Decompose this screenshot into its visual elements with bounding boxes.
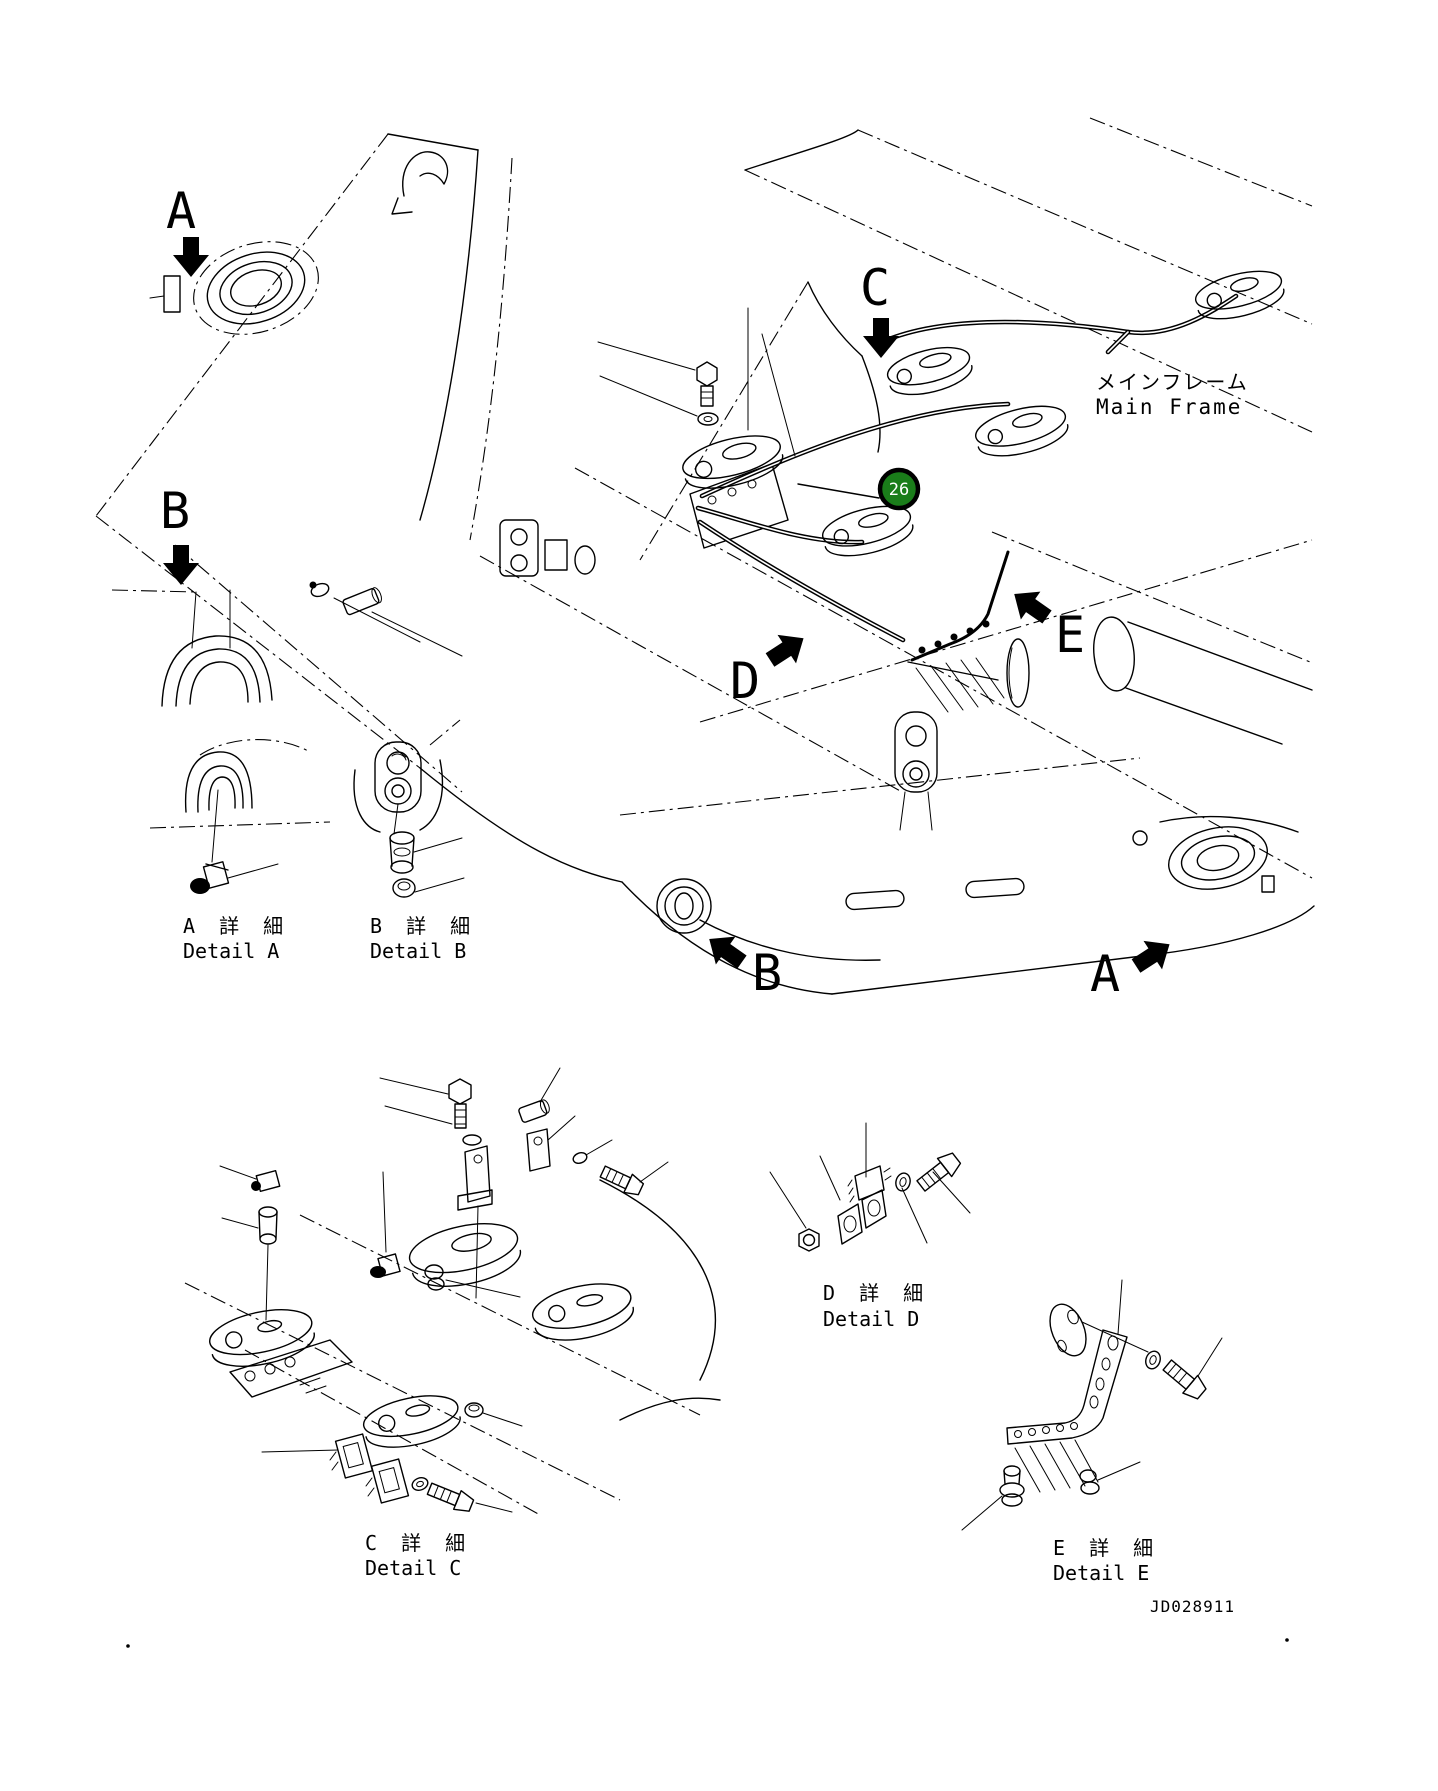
view-letter-d: D <box>730 652 760 710</box>
view-arrow-a-top: A <box>166 182 209 277</box>
part-balloon-26[interactable]: 26 <box>877 467 921 511</box>
mount-bolt <box>696 361 719 426</box>
nut-d <box>798 1228 820 1252</box>
fitting-c-left1 <box>251 1169 281 1193</box>
elbow-fitting <box>190 861 230 894</box>
cylinder-c <box>518 1099 550 1123</box>
boss-c4 <box>362 1395 461 1448</box>
frame-outline-left <box>95 133 513 793</box>
drawing-number: JD028911 <box>1150 1597 1235 1616</box>
grease-manifold-bracket <box>907 550 1010 713</box>
view-letter-b-left: B <box>160 482 190 540</box>
elbow-c <box>370 1253 401 1278</box>
grease-fitting-e1 <box>999 1465 1025 1507</box>
view-letter-b-bottom: B <box>752 944 782 1002</box>
detail-b-label-jp: B 詳 細 <box>370 914 476 938</box>
view-arrow-d: D <box>730 634 804 710</box>
down-arrow-icon <box>173 237 209 277</box>
boss-far-right <box>1194 270 1285 320</box>
boss-lower <box>821 505 914 557</box>
view-arrow-b-left: B <box>160 482 199 585</box>
clamp-bracket-c <box>457 1145 493 1211</box>
detail-d-label-en: Detail D <box>823 1307 919 1331</box>
boss-c2 <box>408 1223 522 1287</box>
detail-a-label-en: Detail A <box>183 939 279 963</box>
detail-c-label-en: Detail C <box>365 1556 461 1580</box>
detail-b: B 詳 細 Detail B <box>353 719 476 963</box>
detail-c-label-jp: C 詳 細 <box>365 1531 471 1555</box>
balloon-number: 26 <box>889 480 909 500</box>
main-frame-label-en: Main Frame <box>1096 395 1242 419</box>
main-frame-label-jp: メインフレーム <box>1096 370 1249 394</box>
view-letter-a-bottom: A <box>1090 945 1120 1003</box>
boss-center <box>682 435 784 489</box>
grease-adapter <box>389 831 415 874</box>
up-left-arrow-icon <box>1014 591 1052 624</box>
bolt-c2 <box>599 1165 645 1196</box>
view-arrow-a-bottom: A <box>1090 940 1170 1003</box>
up-right-arrow-icon <box>1131 940 1170 973</box>
main-frame-label: メインフレーム Main Frame <box>1096 370 1249 419</box>
detail-a-label-jp: A 詳 細 <box>183 914 289 938</box>
plate-e <box>1049 1303 1087 1357</box>
grease-plug <box>392 878 416 898</box>
view-arrow-e: E <box>1014 591 1085 664</box>
view-arrow-c-top: C <box>860 259 899 358</box>
bracket-e <box>1006 1329 1128 1493</box>
clamp-plates-d <box>837 1165 892 1245</box>
grease-fitting-e2 <box>1079 1469 1100 1495</box>
bracket-c2 <box>526 1128 551 1172</box>
up-left-arrow-icon <box>709 936 747 969</box>
detail-a: A 詳 細 Detail A <box>149 739 331 963</box>
leader-lines <box>333 307 880 657</box>
down-arrow-icon <box>163 545 199 585</box>
main-view: 26 A B C D E B A <box>95 117 1315 1003</box>
bolt-c1 <box>448 1078 472 1129</box>
boss-top <box>886 346 973 396</box>
bolt-d <box>916 1152 962 1192</box>
fitting-c-left2 <box>258 1206 278 1245</box>
frame-outline-right <box>419 117 1315 995</box>
view-letter-e: E <box>1055 606 1085 664</box>
bolt-c3 <box>426 1482 475 1512</box>
view-letter-c-top: C <box>860 259 890 317</box>
detail-e-label-jp: E 詳 細 <box>1053 1536 1159 1560</box>
page-mark-left <box>126 1644 130 1648</box>
view-letter-a-top: A <box>166 182 196 240</box>
detail-e-label-en: Detail E <box>1053 1561 1149 1585</box>
detail-d-label-jp: D 詳 細 <box>823 1281 929 1305</box>
detail-c: C 詳 細 Detail C <box>184 1067 721 1580</box>
detail-b-label-en: Detail B <box>370 939 466 963</box>
view-arrow-b-bottom: B <box>709 936 782 1002</box>
up-right-arrow-icon <box>765 634 804 667</box>
boss-c3 <box>531 1283 635 1341</box>
base-plate <box>229 1339 353 1398</box>
detail-d: D 詳 細 Detail D <box>769 1122 971 1331</box>
plug-c-right <box>464 1402 484 1418</box>
detail-e: E 詳 細 Detail E <box>961 1279 1223 1585</box>
boss-c1 <box>209 1309 315 1367</box>
page-mark-right <box>1285 1638 1289 1642</box>
down-arrow-icon <box>863 318 899 358</box>
bolt-e <box>1162 1359 1207 1400</box>
fitting-c-mid <box>424 1264 445 1291</box>
grease-piping-assembly <box>309 270 1285 713</box>
shim-plates-c <box>329 1433 410 1504</box>
grease-fitting-left <box>309 581 382 616</box>
boss-right <box>975 405 1069 457</box>
